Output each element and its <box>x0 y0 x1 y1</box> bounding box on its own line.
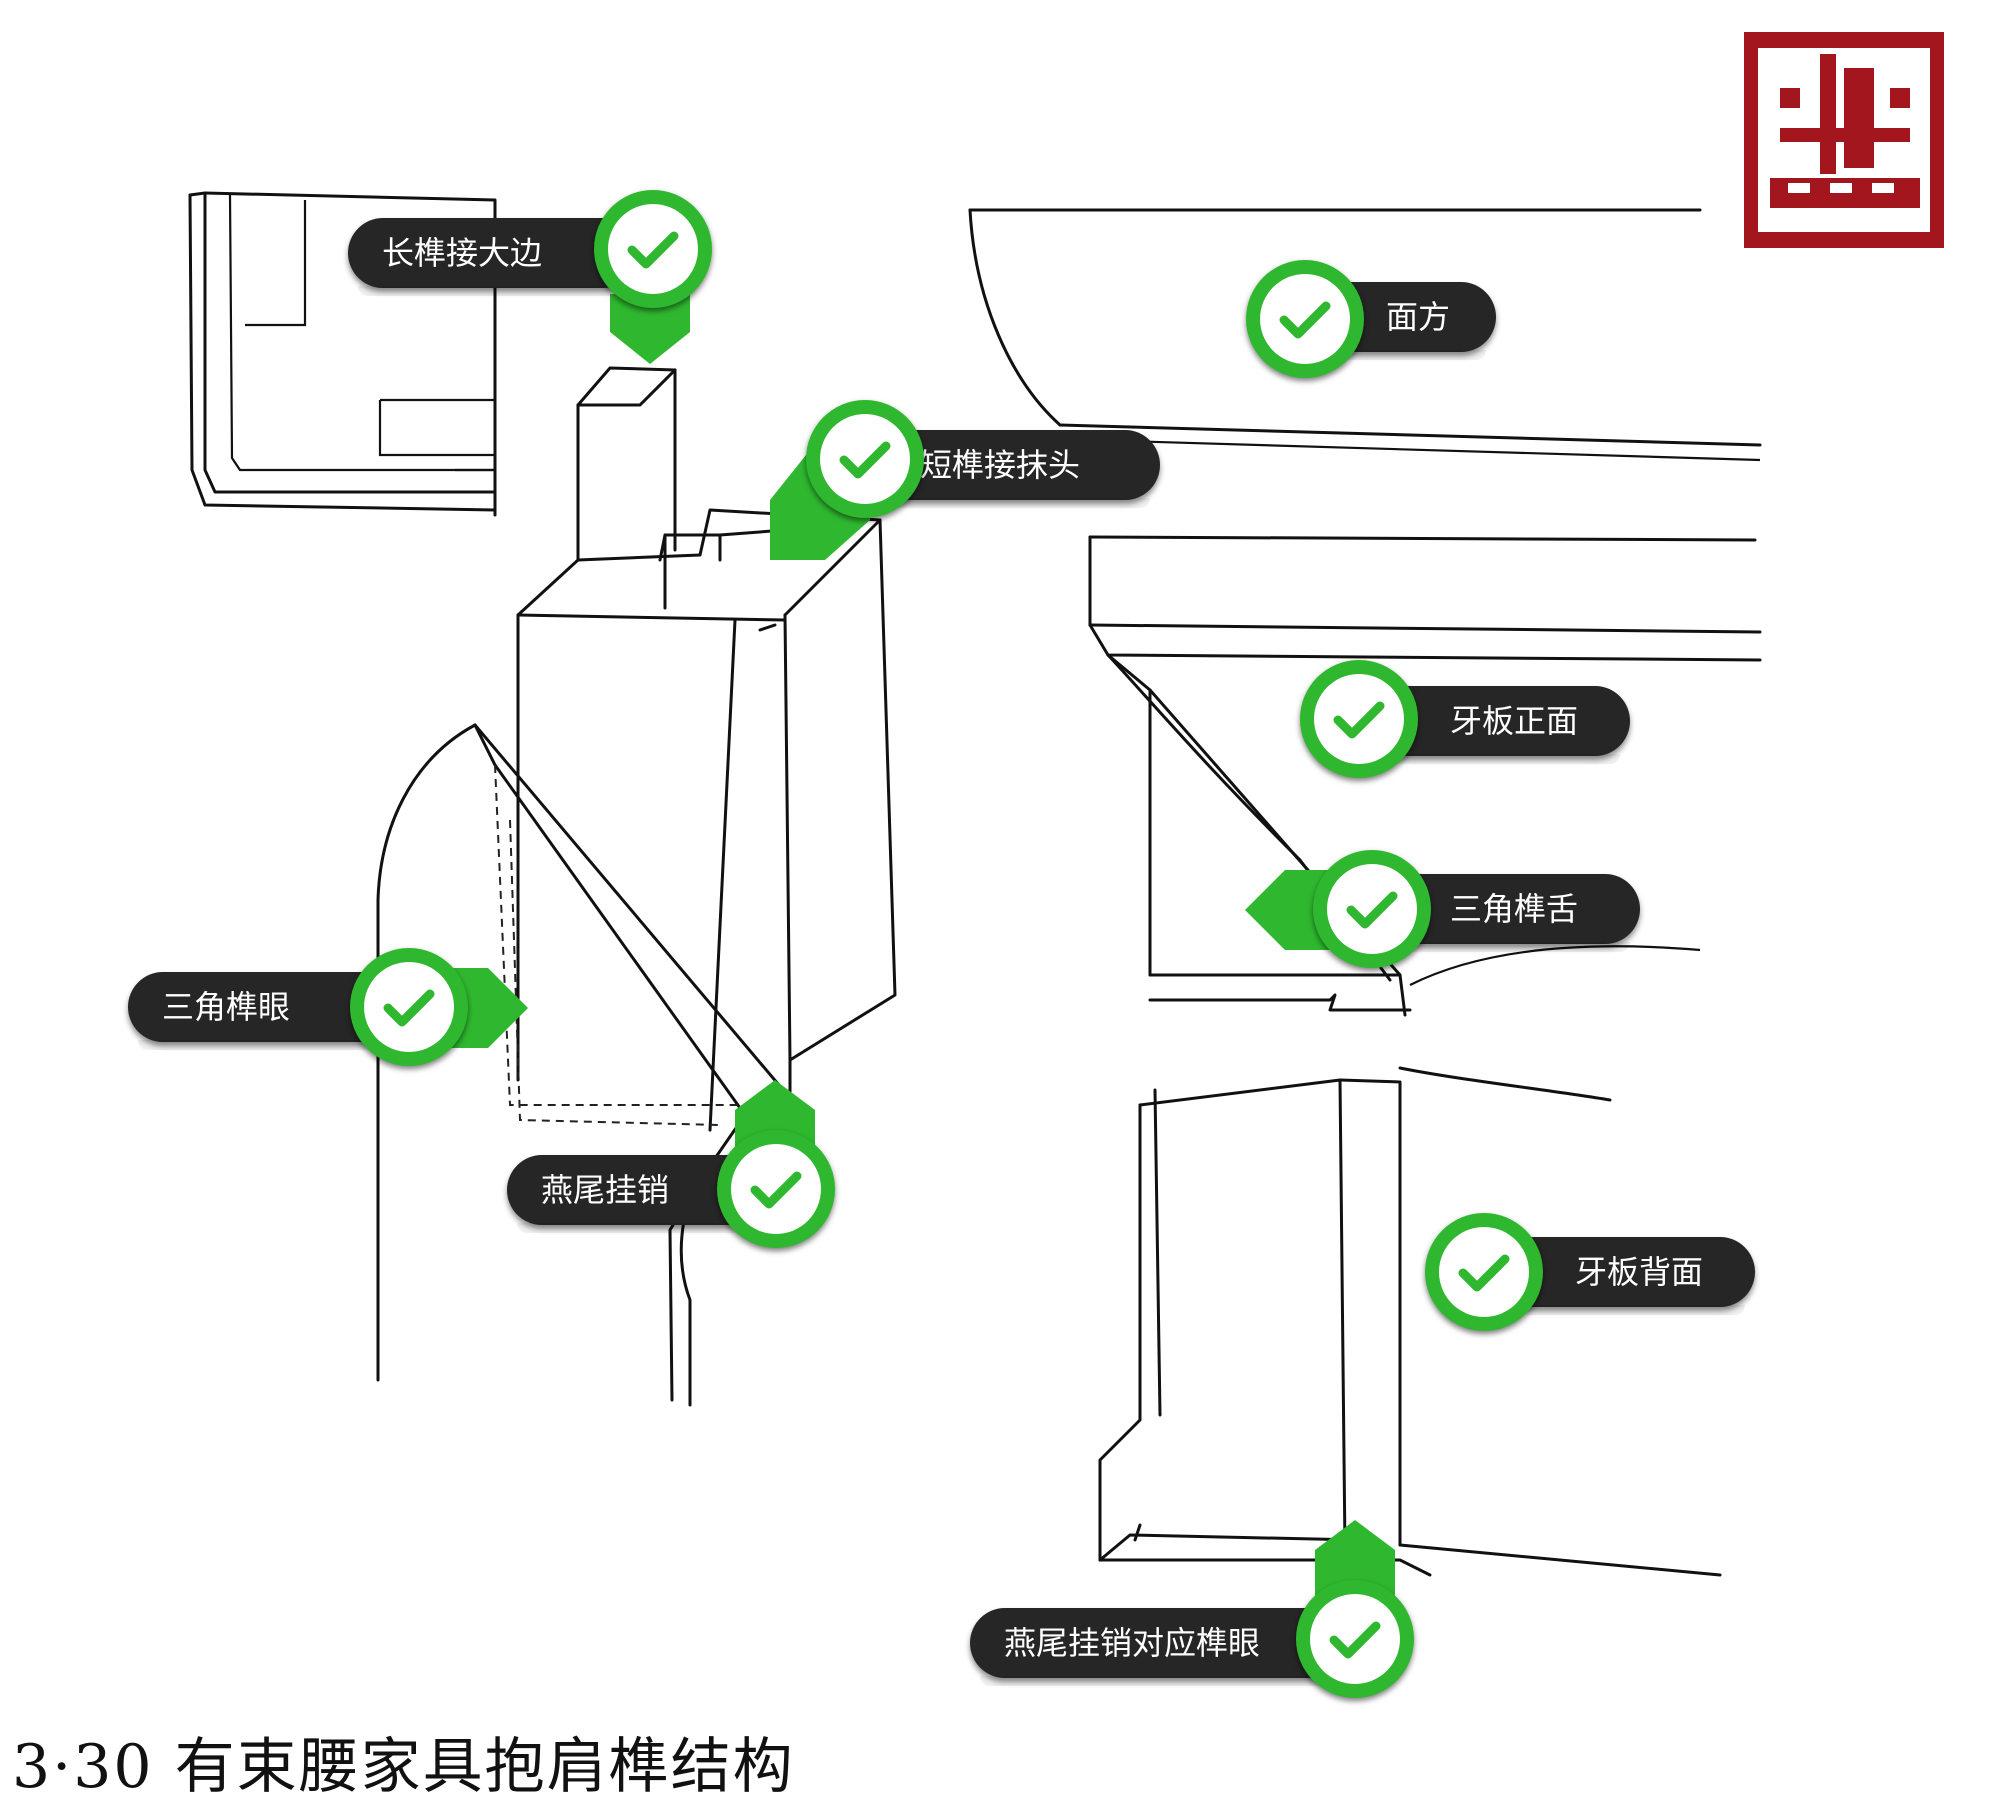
callout-label: 燕尾挂销对应榫眼 <box>970 1608 1360 1686</box>
callout-label: 三角榫眼 <box>128 972 418 1050</box>
callout-apron-back: 牙板背面 <box>1425 1213 1765 1331</box>
check-icon <box>839 441 891 479</box>
callout-dovetail-pin: 燕尾挂销 <box>507 1080 847 1280</box>
check-badge <box>1296 1580 1414 1698</box>
check-icon <box>1458 1254 1510 1292</box>
check-badge <box>806 400 924 518</box>
check-icon <box>1279 301 1331 339</box>
check-icon <box>627 231 679 269</box>
callout-label: 牙板正面 <box>1370 686 1630 764</box>
callout-label: 长榫接大边 <box>348 218 638 296</box>
callout-long-tenon: 长榫接大边 <box>348 190 720 364</box>
check-badge <box>1300 660 1418 778</box>
figure-caption: 3·30 有束腰家具抱肩榫结构 <box>12 1732 795 1802</box>
callout-short-tenon: 短榫接抹头 <box>770 400 1170 560</box>
callout-panel-frame: 面方 <box>1246 260 1506 378</box>
check-badge <box>1246 260 1364 378</box>
red-seal-stamp <box>1744 32 1944 248</box>
check-badge <box>717 1130 835 1248</box>
callout-triangle-tongue: 三角榫舌 <box>1245 850 1645 968</box>
check-icon <box>1329 1621 1381 1659</box>
check-icon <box>383 989 435 1027</box>
frame-corner-detail <box>188 191 497 517</box>
check-badge <box>594 190 712 308</box>
apron-back-panel <box>1098 1066 1722 1577</box>
callout-dovetail-mortise: 燕尾挂销对应榫眼 <box>970 1520 1450 1720</box>
check-badge <box>1425 1213 1543 1331</box>
callout-apron-front: 牙板正面 <box>1300 660 1640 778</box>
apron-panel <box>968 208 1762 1017</box>
callout-triangle-mortise: 三角榫眼 <box>128 948 528 1066</box>
check-icon <box>750 1171 802 1209</box>
check-icon <box>1333 701 1385 739</box>
check-badge <box>350 948 468 1066</box>
check-icon <box>1346 891 1398 929</box>
check-badge <box>1313 850 1431 968</box>
pointer-down-icon <box>610 294 690 364</box>
